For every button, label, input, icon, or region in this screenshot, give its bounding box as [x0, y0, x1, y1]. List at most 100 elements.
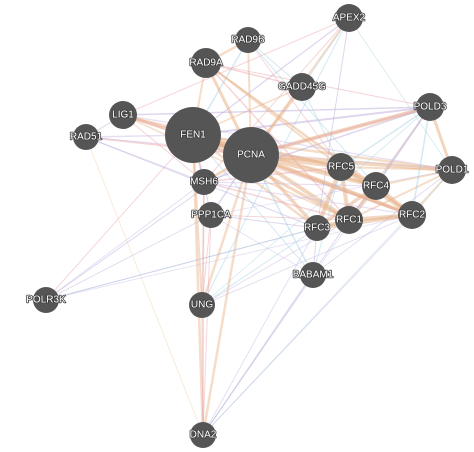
- edge-pcna-pold3: [249, 105, 432, 157]
- node-circle[interactable]: [190, 422, 216, 448]
- node-circle[interactable]: [327, 153, 355, 181]
- edge-polr3k-rfc1: [45, 219, 350, 301]
- edge-polr3k-rfc3: [45, 227, 318, 301]
- edges-layer: [45, 17, 454, 437]
- edge-fen1-ung: [192, 134, 203, 306]
- node-label: RFC2: [399, 210, 426, 221]
- node-rad51[interactable]: RAD51: [69, 124, 103, 150]
- node-rfc5[interactable]: RFC5: [327, 153, 355, 181]
- edge-msh6-polr3k: [45, 181, 205, 301]
- edge-apex2-pold1: [348, 17, 453, 171]
- node-circle[interactable]: [189, 292, 215, 318]
- node-circle[interactable]: [438, 156, 466, 184]
- node-circle[interactable]: [300, 262, 326, 288]
- edge-pcna-pold3: [250, 106, 431, 156]
- node-circle[interactable]: [335, 4, 363, 32]
- edge-apex2-lig1: [122, 17, 350, 116]
- edge-dna2-rfc2: [202, 214, 413, 436]
- node-label: RAD9B: [231, 35, 265, 46]
- edge-pold3-rfc2: [411, 106, 431, 216]
- node-rfc4[interactable]: RFC4: [362, 172, 390, 200]
- edge-ung-rfc3: [201, 227, 318, 306]
- node-pold1[interactable]: POLD1: [435, 156, 470, 184]
- edge-rad51-dna2: [85, 136, 204, 436]
- edge-rad51-msh6: [85, 136, 205, 183]
- node-dna2[interactable]: DNA2: [189, 422, 218, 448]
- node-circle[interactable]: [398, 201, 426, 229]
- edge-pold3-rad9a: [205, 62, 431, 108]
- edge-babam1-ppp1ca: [210, 214, 314, 276]
- node-ung[interactable]: UNG: [189, 292, 215, 318]
- node-pold3[interactable]: POLD3: [413, 93, 448, 121]
- node-apex2[interactable]: APEX2: [332, 4, 366, 32]
- edge-dna2-ppp1ca: [202, 214, 212, 436]
- edge-rad9a-rfc5: [205, 62, 342, 168]
- node-label: BABAM1: [293, 270, 334, 281]
- node-rad9b[interactable]: RAD9B: [231, 27, 266, 53]
- edge-pold3-rfc1: [348, 106, 431, 221]
- edge-ppp1ca-ung: [201, 214, 212, 306]
- edge-ppp1ca-pold1: [210, 169, 453, 216]
- node-babam1[interactable]: BABAM1: [292, 262, 335, 288]
- node-circle[interactable]: [191, 48, 221, 78]
- edge-msh6-ung: [201, 181, 205, 306]
- node-pcna[interactable]: PCNA: [223, 127, 279, 183]
- node-label: RFC4: [363, 181, 390, 192]
- edge-ung-pold3: [201, 106, 431, 306]
- node-gadd45g[interactable]: GADD45G: [277, 73, 327, 101]
- node-circle[interactable]: [362, 172, 390, 200]
- node-fen1[interactable]: FEN1: [165, 107, 221, 163]
- node-label: PPP1CA: [191, 210, 231, 221]
- node-rad9a[interactable]: RAD9A: [189, 48, 224, 78]
- node-circle[interactable]: [198, 202, 224, 228]
- edge-pcna-dna2: [201, 153, 253, 437]
- node-circle[interactable]: [109, 101, 137, 129]
- node-label: RFC3: [304, 223, 331, 234]
- node-label: UNG: [191, 300, 213, 311]
- edge-dna2-babam1: [202, 274, 314, 436]
- edge-msh6-rfc2: [203, 181, 413, 216]
- node-circle[interactable]: [335, 206, 363, 234]
- edge-rfc2-rfc3: [315, 213, 414, 230]
- edge-lig1-msh6: [122, 114, 205, 183]
- edge-fen1-babam1: [192, 134, 314, 276]
- node-circle[interactable]: [73, 124, 99, 150]
- edge-pold1-rfc5: [340, 166, 453, 171]
- node-polr3k[interactable]: POLR3K: [25, 287, 67, 313]
- edge-dna2-rfc3: [202, 227, 318, 436]
- edge-fen1-pold3: [192, 106, 431, 136]
- edge-rad9a-rfc1: [205, 62, 350, 221]
- node-label: RFC5: [328, 162, 355, 173]
- edge-pcna-polr3k: [45, 154, 252, 301]
- edge-dna2-rfc1: [202, 219, 350, 436]
- node-circle[interactable]: [191, 169, 217, 195]
- node-label: PCNA: [237, 150, 265, 161]
- edge-msh6-rfc4: [203, 181, 377, 187]
- node-msh6[interactable]: MSH6: [189, 169, 219, 195]
- edge-msh6-rfc5: [203, 166, 342, 183]
- node-lig1[interactable]: LIG1: [109, 101, 137, 129]
- node-label: GADD45G: [278, 82, 326, 93]
- edge-ung-rfc2: [201, 214, 413, 306]
- node-circle[interactable]: [165, 107, 221, 163]
- node-rfc2[interactable]: RFC2: [398, 201, 426, 229]
- edge-ung-dna2: [201, 304, 204, 436]
- node-label: APEX2: [333, 13, 366, 24]
- node-ppp1ca[interactable]: PPP1CA: [190, 202, 232, 228]
- node-circle[interactable]: [33, 287, 59, 313]
- node-circle[interactable]: [223, 127, 279, 183]
- node-label: FEN1: [180, 130, 206, 141]
- edge-gadd45g-rfc5: [301, 86, 342, 168]
- node-circle[interactable]: [288, 73, 316, 101]
- node-circle[interactable]: [304, 215, 330, 241]
- edge-babam1-pold1: [312, 169, 453, 276]
- edge-apex2-rfc3: [316, 17, 350, 229]
- node-rfc3[interactable]: RFC3: [303, 215, 331, 241]
- edge-fen1-polr3k: [45, 134, 194, 301]
- node-circle[interactable]: [235, 27, 261, 53]
- node-circle[interactable]: [416, 93, 444, 121]
- edge-pold3-rfc5: [340, 106, 431, 168]
- node-rfc1[interactable]: RFC1: [335, 206, 363, 234]
- node-label: POLD1: [436, 165, 469, 176]
- edge-ppp1ca-rfc3: [210, 214, 318, 229]
